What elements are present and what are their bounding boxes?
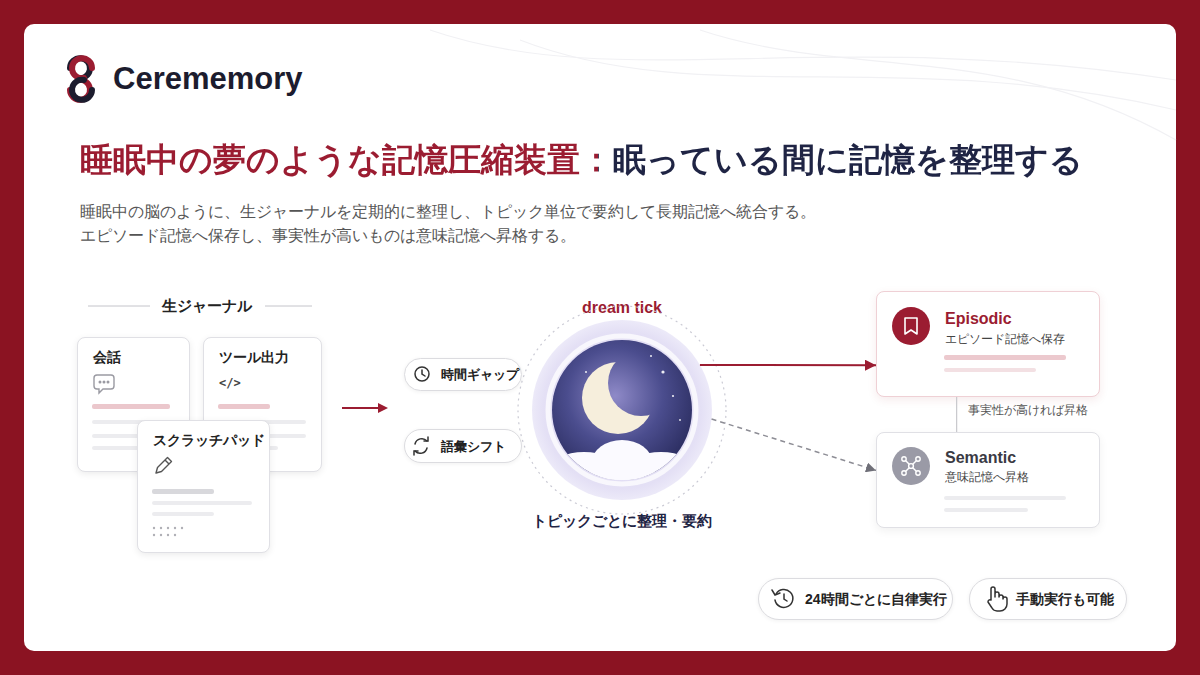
memory-store-box: Episodic エピソード記憶へ保存: [876, 291, 1100, 397]
node-title: 手動実行も可能: [1016, 591, 1114, 608]
background-wave: [430, 30, 1176, 140]
node-title: ツール出力: [219, 349, 289, 366]
node-title: スクラッチパッド: [153, 432, 265, 449]
brand-logo: [72, 58, 92, 78]
brand-name: Cerememory: [113, 60, 303, 97]
node-title: 会話: [93, 349, 121, 366]
dream-tick-circle: dream tickトピックごとに整理・要約: [532, 320, 712, 500]
node-title: dream tick: [582, 298, 662, 317]
node-text: トピックごとに整理・要約: [532, 512, 712, 530]
orbit-ring: [518, 306, 726, 514]
mode-pill: 手動実行も可能: [969, 578, 1127, 620]
heading-rule: [265, 306, 312, 307]
node-title: Episodic: [945, 309, 1012, 328]
brand-logo: [72, 80, 92, 100]
flow-arrow: [378, 403, 388, 413]
brand-logo: [70, 58, 92, 100]
brand-logo: [70, 58, 90, 78]
connector-label: 事実性が高ければ昇格: [968, 403, 1088, 417]
node-title: 時間ギャップ: [441, 367, 519, 383]
heading-rule: [88, 306, 150, 307]
background-wave: [520, 40, 1176, 110]
node-text: 意味記憶へ昇格: [945, 470, 1029, 484]
connector: [956, 397, 957, 432]
memory-store-box: Semantic 意味記憶へ昇格: [876, 432, 1100, 528]
connector: [712, 419, 876, 470]
background-wave: [430, 30, 1176, 80]
node-title: Semantic: [945, 448, 1016, 467]
page-title: 睡眠中の夢のような記憶圧縮装置：眠っている間に記憶を整理する: [80, 140, 1083, 180]
journal-card: スクラッチパッド: [137, 420, 270, 553]
brand-logo: [70, 80, 90, 100]
background-wave: [700, 30, 1176, 140]
node-text: エピソード記憶へ保存: [945, 332, 1065, 346]
flow-arrow: [342, 407, 380, 409]
trigger-pill: 語彙シフト: [404, 429, 522, 463]
group-heading: 生ジャーナル: [162, 297, 252, 315]
mode-pill: 24時間ごとに自律実行: [758, 578, 953, 620]
connector: [700, 364, 876, 366]
node-text: </>: [219, 376, 241, 390]
subtitle: 睡眠中の脳のように、生ジャーナルを定期的に整理し、トピック単位で要約して長期記憶…: [80, 203, 816, 222]
subtitle: エピソード記憶へ保存し、事実性が高いものは意味記憶へ昇格する。: [80, 227, 576, 246]
flow-arrow: [342, 403, 388, 413]
orbit-ring: [518, 306, 726, 514]
node-title: 24時間ごとに自律実行: [805, 591, 947, 608]
node-title: 語彙シフト: [441, 439, 506, 455]
trigger-pill: 時間ギャップ: [404, 358, 522, 391]
